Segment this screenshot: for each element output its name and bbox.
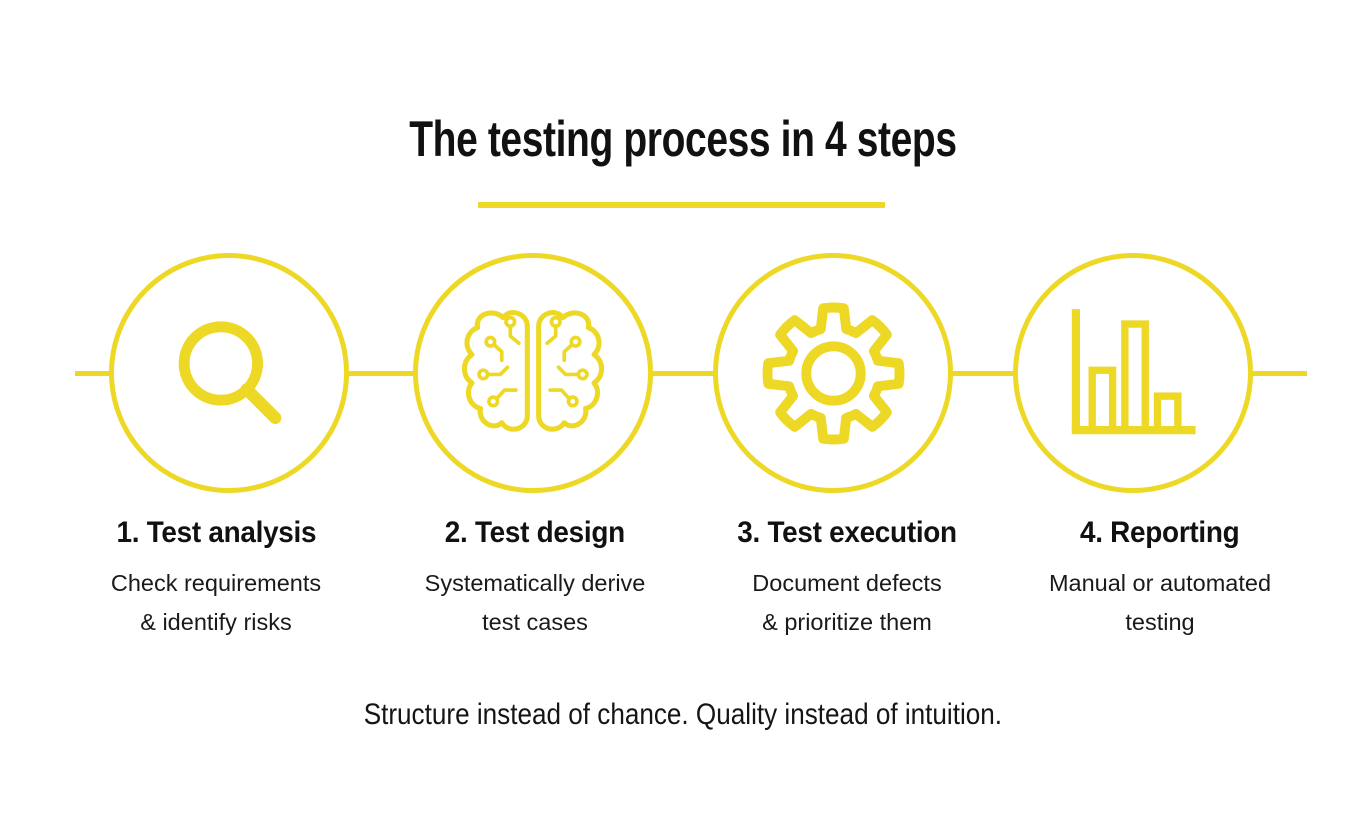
step-circle-3 [713, 253, 953, 493]
connector-step2-step3 [649, 371, 715, 376]
step-4-text: 4. Reporting Manual or automated testing [1000, 516, 1320, 642]
step-1-text: 1. Test analysis Check requirements & id… [56, 516, 376, 642]
step-2-description: Systematically derive test cases [424, 570, 646, 635]
connector-left-stub [75, 371, 111, 376]
step-1-title: 1. Test analysis [116, 516, 316, 549]
step-circle-2 [413, 253, 653, 493]
step-1-description: Check requirements & identify risks [110, 570, 322, 635]
step-3-text: 3. Test execution Document defects & pri… [687, 516, 1007, 642]
step-2-title: 2. Test design [444, 516, 626, 549]
footer: Structure instead of chance. Quality ins… [0, 698, 1366, 732]
connector-step3-step4 [951, 371, 1015, 376]
connector-right-stub [1251, 371, 1307, 376]
page-title: The testing process in 4 steps [409, 111, 957, 167]
magnifier-icon [178, 321, 282, 424]
step-circle-4 [1013, 253, 1253, 493]
step-4-title: 4. Reporting [1080, 516, 1240, 549]
bar-chart-icon [1071, 309, 1196, 435]
title-underline [478, 202, 885, 208]
connector-step1-step2 [349, 371, 415, 376]
header: The testing process in 4 steps [0, 110, 1366, 168]
gear-icon [762, 302, 904, 444]
step-3-title: 3. Test execution [737, 516, 957, 549]
step-circle-1 [109, 253, 349, 493]
step-4-description: Manual or automated testing [1048, 570, 1272, 635]
tagline: Structure instead of chance. Quality ins… [363, 698, 1003, 731]
brain-circuit-icon [462, 310, 604, 432]
step-2-text: 2. Test design Systematically derive tes… [375, 516, 695, 642]
step-3-description: Document defects & prioritize them [752, 570, 942, 635]
